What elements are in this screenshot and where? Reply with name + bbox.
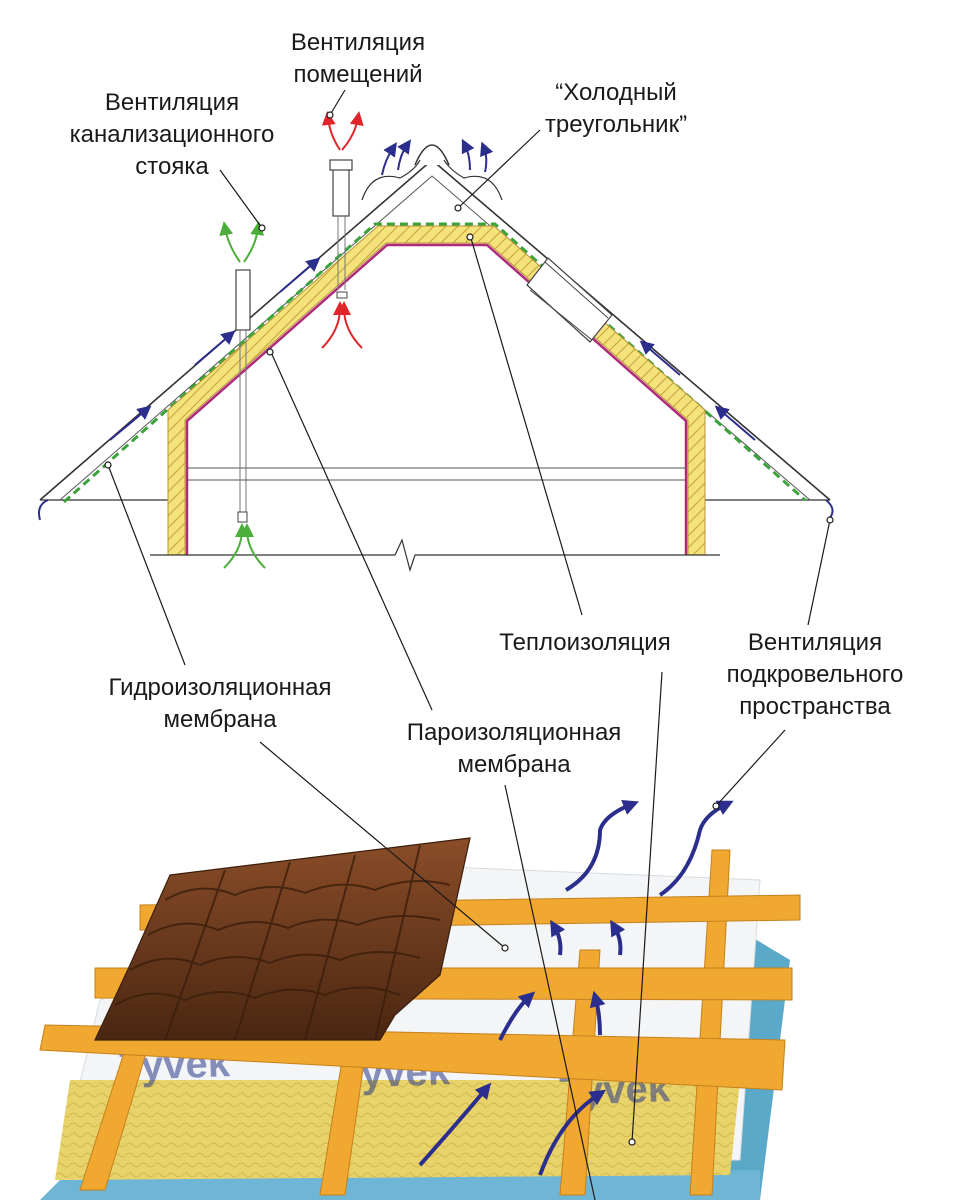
leader-vent-stack <box>219 169 263 229</box>
svg-text:канализационного: канализационного <box>70 121 275 148</box>
room-airflow <box>321 111 364 349</box>
svg-text:пространства: пространства <box>739 693 891 720</box>
svg-text:мембрана: мембрана <box>457 751 571 778</box>
leader-lines <box>107 89 831 1200</box>
roof-outer-line <box>39 158 831 501</box>
label-thermal-insulation: Теплоизоляция <box>499 629 670 656</box>
leader-waterproof-bottom <box>259 741 506 949</box>
room-vent-grille <box>336 291 348 299</box>
leader-vent-under-roof-top <box>807 519 831 626</box>
room-vent-cap <box>329 159 353 171</box>
sewer-stack-inlet <box>237 511 248 523</box>
roof-window <box>526 257 613 343</box>
label-vent-rooms: Вентиляция помещений <box>291 29 425 88</box>
ridge-flap-right <box>443 159 503 201</box>
ridge-cap <box>414 144 450 166</box>
label-vapor-barrier: Пароизоляционная мембрана <box>407 719 622 778</box>
roof-layers-illustration: Tyvek Tyvek Tyvek <box>39 799 801 1200</box>
leader-cold-triangle <box>457 129 541 209</box>
svg-text:помещений: помещений <box>293 61 422 88</box>
label-vent-under-roof: Вентиляция подкровельного пространства <box>727 629 904 720</box>
svg-text:Пароизоляционная: Пароизоляционная <box>407 719 622 746</box>
label-waterproof-membrane: Гидроизоляционная мембрана <box>108 674 331 733</box>
roof-window-frame-2 <box>544 261 609 319</box>
svg-text:подкровельного: подкровельного <box>727 661 904 688</box>
stack-airflow <box>219 221 266 569</box>
roof-tiles <box>94 837 471 1041</box>
roof-window-frame <box>529 289 593 341</box>
leader-thermal-insulation-bottom <box>631 671 663 1143</box>
leader-vent-rooms <box>329 89 346 116</box>
svg-text:стояка: стояка <box>135 153 209 180</box>
svg-text:Вентиляция: Вентиляция <box>105 89 239 116</box>
label-vent-stack: Вентиляция канализационного стояка <box>70 89 275 180</box>
svg-text:Вентиляция: Вентиляция <box>748 629 882 656</box>
membrane-airflow <box>418 799 734 1176</box>
leader-thermal-insulation-top <box>469 234 583 616</box>
leader-waterproof-top <box>107 464 186 666</box>
leader-vapor-bottom <box>504 784 596 1200</box>
sewer-stack-pipe <box>235 269 251 331</box>
label-cold-triangle: “Холодный треугольник” <box>545 79 687 138</box>
room-vent-pipe <box>332 167 350 217</box>
svg-text:Вентиляция: Вентиляция <box>291 29 425 56</box>
svg-text:мембрана: мембрана <box>163 706 277 733</box>
floor-line <box>150 538 720 573</box>
ridge-flap-left <box>361 159 421 201</box>
roof-cross-section <box>38 111 834 573</box>
leader-vent-under-roof-bottom <box>715 729 786 807</box>
vapor-barrier-line <box>185 243 688 555</box>
svg-text:“Холодный: “Холодный <box>555 79 677 106</box>
svg-text:треугольник”: треугольник” <box>545 111 687 138</box>
under-roof-airflow <box>38 138 834 521</box>
leader-vapor-top <box>269 349 433 711</box>
leader-dots <box>104 111 834 1146</box>
svg-text:Гидроизоляционная: Гидроизоляционная <box>108 674 331 701</box>
